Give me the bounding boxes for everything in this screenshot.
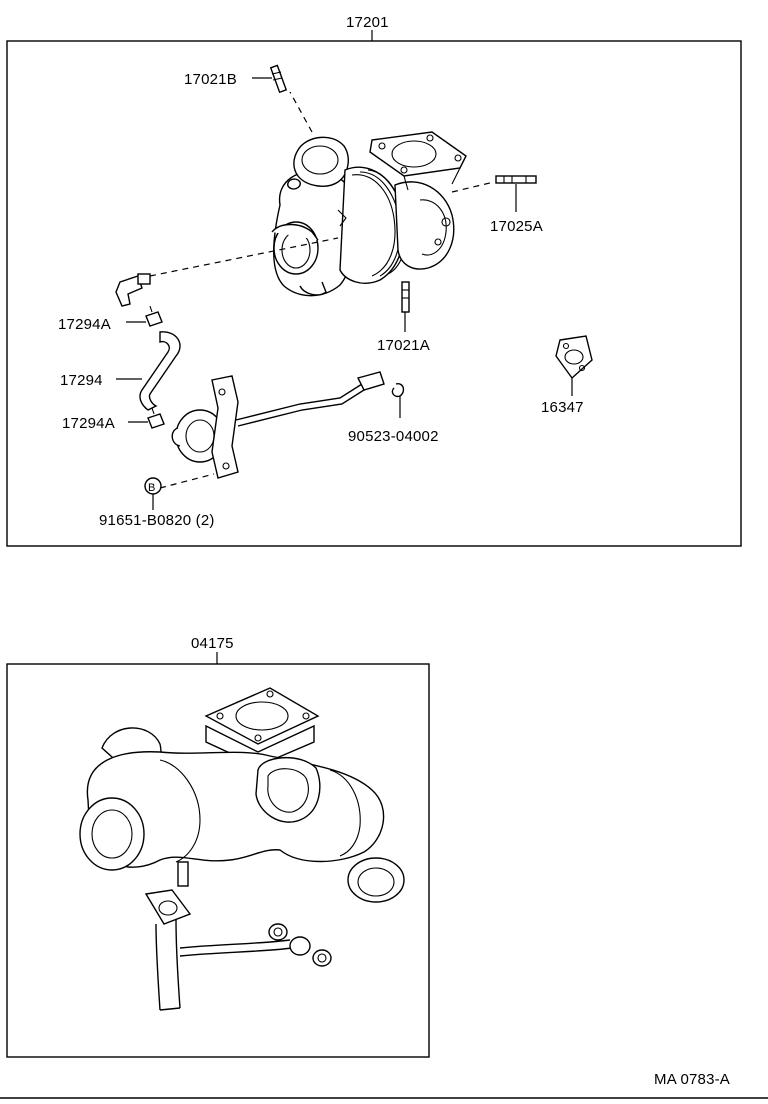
top-assembly-frame (6, 40, 742, 547)
stud-17021a-drawing (401, 281, 410, 313)
gasket-kit-drawing (79, 687, 405, 1011)
stud-17021b-drawing (269, 64, 288, 94)
turbocharger-drawing (271, 131, 467, 297)
clip-drawing (391, 383, 405, 398)
label-hose: 17294 (60, 372, 103, 389)
label-stud-17025a: 17025A (490, 218, 543, 235)
diagram-code: MA 0783-A (654, 1071, 730, 1088)
label-hose-clamp-upper: 17294A (58, 316, 111, 333)
hose-drawing (139, 331, 181, 411)
stud-17025a-drawing (495, 175, 537, 184)
hose-clamp-upper-drawing (145, 305, 163, 327)
top-assembly-number: 17201 (346, 14, 389, 31)
elbow-fitting-drawing (115, 273, 151, 307)
label-clip: 90523-04002 (348, 428, 439, 445)
label-nut: 91651-B0820 (2) (99, 512, 215, 529)
label-stud-17021a: 17021A (377, 337, 430, 354)
bottom-assembly-frame (6, 663, 430, 1058)
top-assembly: 17201 (6, 14, 742, 547)
bottom-assembly-number: 04175 (191, 635, 234, 652)
label-gasket-16347: 16347 (541, 399, 584, 416)
gasket-16347-drawing (555, 335, 593, 380)
actuator-drawing (171, 371, 385, 479)
hose-clamp-lower-drawing (147, 407, 165, 429)
bottom-assembly: 04175 (6, 635, 430, 1058)
label-stud-17021b: 17021B (184, 71, 237, 88)
label-hose-clamp-lower: 17294A (62, 415, 115, 432)
nut-marker-letter: B (148, 482, 156, 494)
